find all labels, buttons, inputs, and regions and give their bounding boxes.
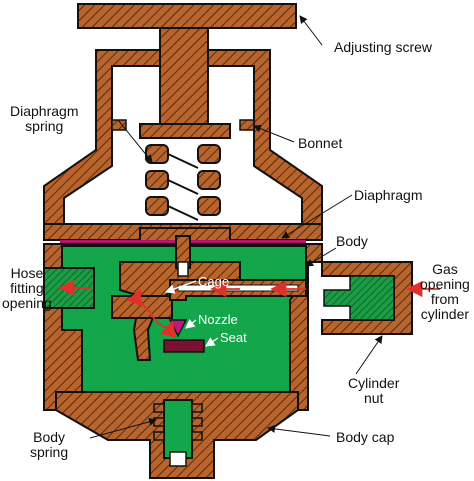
gas-flow-arrows: [58, 279, 440, 338]
label-nozzle: Nozzle: [198, 312, 238, 327]
valve-seat: [163, 339, 205, 353]
label-body-spring: Body spring: [30, 429, 69, 460]
label-diaphragm: Diaphragm: [354, 187, 423, 203]
diaphragm-spring: [145, 144, 221, 221]
label-cage: Cage: [198, 274, 230, 289]
label-hose-fitting-opening: Hose fitting opening: [2, 265, 52, 311]
cylinder-nut-insert: [323, 275, 395, 321]
label-body: Body: [336, 233, 368, 249]
leader-lines: [89, 15, 383, 439]
interior-leaders: [164, 280, 219, 347]
label-body-cap: Body cap: [336, 429, 395, 445]
adjusting-screw: [77, 3, 297, 129]
label-adjusting-screw: Adjusting screw: [334, 39, 433, 55]
label-cylinder-nut: Cylinder nut: [348, 375, 400, 406]
label-seat: Seat: [220, 330, 247, 345]
label-diaphragm-spring: Diaphragm spring: [10, 103, 79, 134]
label-gas-opening-from-cylinder: Gas opening from cylinder: [420, 261, 470, 322]
label-bonnet: Bonnet: [298, 135, 343, 151]
